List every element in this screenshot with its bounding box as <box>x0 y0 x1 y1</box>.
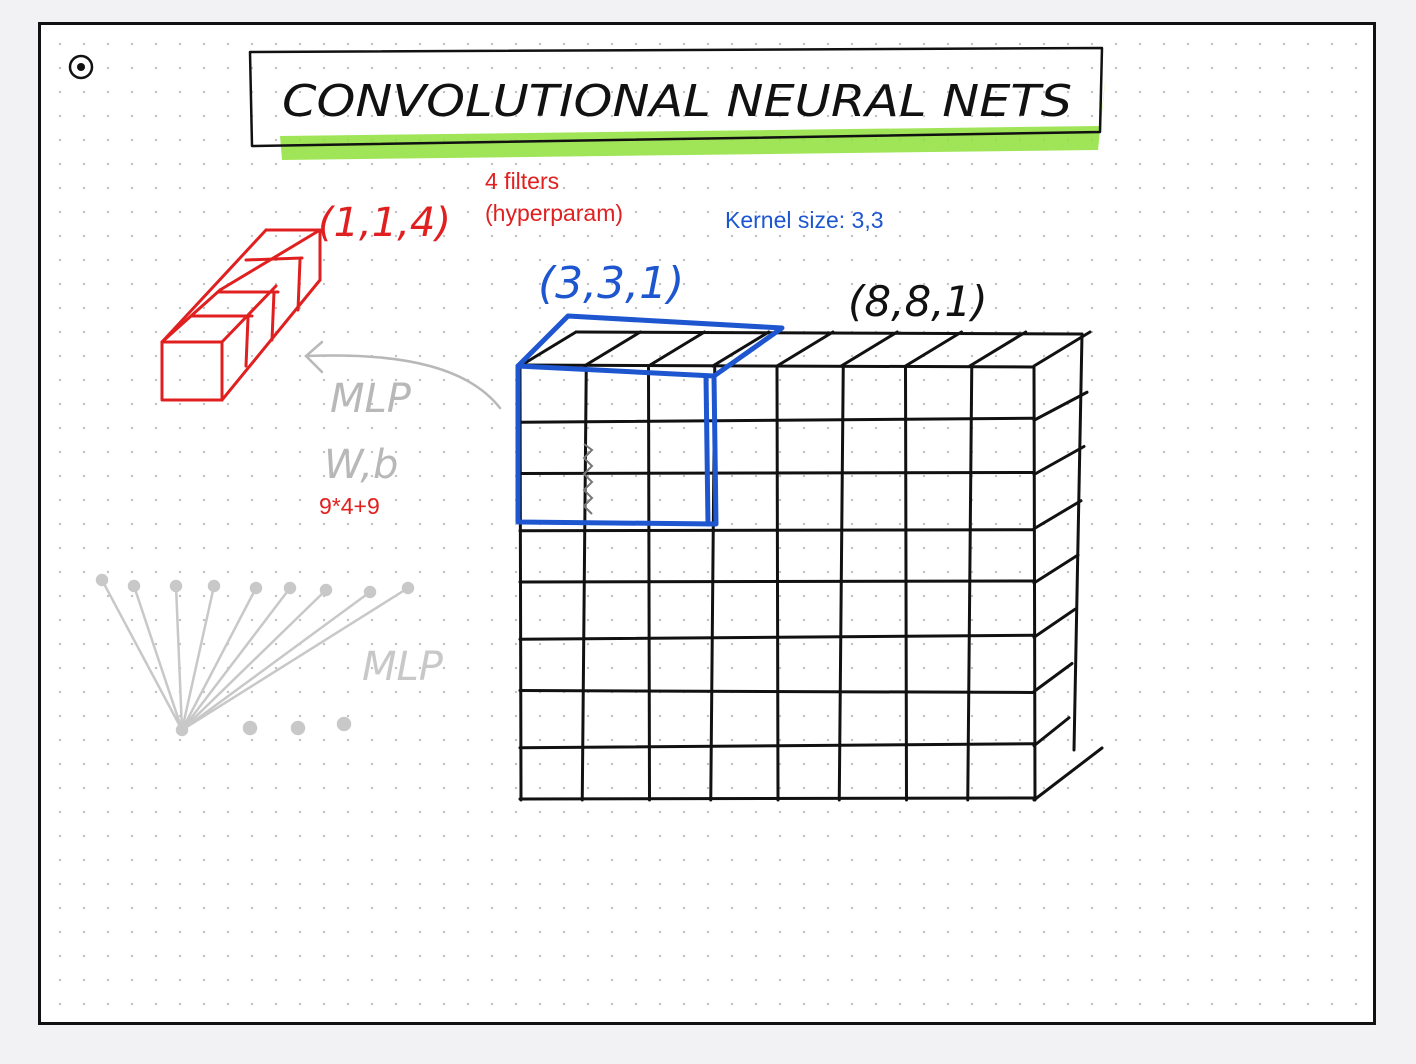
top-cell-line <box>968 330 1028 368</box>
title-text: CONVOLUTIONAL NEURAL NETS <box>282 76 1072 127</box>
side-cell-line <box>1032 445 1086 476</box>
top-cell-line <box>647 330 706 368</box>
params-note: 9*4+9 <box>319 493 380 519</box>
mlp-arrow <box>304 340 502 410</box>
side-edge-bottom <box>1032 746 1104 802</box>
side-edge-back <box>1072 332 1084 752</box>
shape-kernel-label: (3,3,1) <box>538 258 684 309</box>
shape-output-label: (1,1,4) <box>318 200 451 246</box>
kernel-scribble <box>582 443 594 515</box>
top-cell-line <box>775 330 835 368</box>
grid-col-line <box>647 366 651 802</box>
top-cell-line <box>904 330 963 368</box>
grid-col-line <box>904 366 908 802</box>
filters-note: 4 filters (hyperparam) <box>485 165 623 229</box>
top-cell-line <box>711 330 771 368</box>
side-cell-line <box>1032 716 1071 748</box>
top-cell-line <box>582 330 642 368</box>
grid-col-line <box>837 366 845 802</box>
top-cell-line <box>839 330 899 368</box>
mlp-label-2: MLP <box>362 644 444 690</box>
filters-note-line1: 4 filters <box>485 168 560 194</box>
side-cell-line <box>1032 390 1089 422</box>
grid-col-line <box>775 366 780 802</box>
filters-note-line2: (hyperparam) <box>485 200 624 227</box>
shape-input-label: (8,8,1) <box>848 277 988 326</box>
grid-col-line <box>580 366 588 802</box>
mlp-label: MLP <box>330 376 412 422</box>
side-cell-line <box>1032 607 1077 639</box>
input-grid <box>518 330 1104 802</box>
weights-label: W,b <box>324 442 398 488</box>
title-box: CONVOLUTIONAL NEURAL NETS <box>248 46 1106 160</box>
target-icon[interactable] <box>66 52 96 82</box>
side-cell-line <box>1032 499 1083 531</box>
grid-col-line <box>966 366 974 802</box>
side-cell-line <box>1032 662 1074 693</box>
kernel-window <box>515 313 785 527</box>
mlp-fan-sketch <box>95 573 415 737</box>
kernel-size-note: Kernel size: 3,3 <box>725 207 884 233</box>
top-edge-left <box>518 330 578 368</box>
output-stack <box>160 228 322 402</box>
side-cell-line <box>1032 553 1080 585</box>
